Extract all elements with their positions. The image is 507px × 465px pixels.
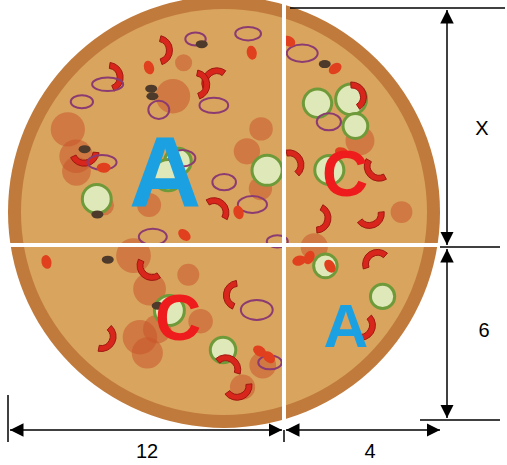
- pepper: [225, 384, 252, 400]
- pizza-crust: [8, 0, 440, 428]
- pepper: [216, 355, 241, 374]
- mushroom: [79, 145, 91, 153]
- dimension-arrow: [10, 429, 282, 431]
- extension-line: [290, 7, 505, 9]
- dimension-label: 12: [136, 441, 158, 461]
- pepper: [98, 325, 116, 351]
- mushroom: [102, 256, 114, 264]
- pepper: [357, 212, 384, 229]
- pepper: [363, 249, 388, 269]
- tomato: [142, 59, 156, 75]
- sauce-spot: [177, 264, 199, 286]
- region-letter: C: [155, 286, 201, 350]
- extension-line: [440, 246, 500, 248]
- pepper: [223, 280, 237, 309]
- tomato: [176, 227, 193, 244]
- onion: [287, 44, 318, 61]
- zucchini: [252, 155, 282, 185]
- tomato: [232, 204, 245, 220]
- extension-line: [420, 419, 500, 421]
- pepper: [317, 205, 331, 233]
- cut-line: [282, 0, 286, 430]
- onion: [317, 113, 341, 130]
- pizza-cheese: [21, 9, 427, 415]
- sauce-spot: [175, 54, 192, 71]
- sauce-spot: [156, 79, 190, 113]
- onion: [241, 300, 273, 320]
- zucchini: [370, 284, 394, 308]
- toppings: [40, 27, 413, 400]
- dimension-arrow: [286, 429, 440, 431]
- mushroom: [91, 210, 103, 218]
- onion: [212, 174, 236, 190]
- tomato: [251, 343, 268, 359]
- dimension-arrow: [446, 249, 448, 418]
- pepper: [71, 152, 99, 166]
- zucchini: [82, 185, 111, 214]
- dimension-label: X: [475, 118, 488, 138]
- pepper: [286, 150, 304, 176]
- tomato: [97, 163, 111, 173]
- onion: [199, 98, 228, 113]
- extension-line: [7, 395, 9, 442]
- zucchini: [343, 114, 368, 139]
- onion: [148, 101, 169, 119]
- tomato: [291, 254, 307, 267]
- dimension-lines: [8, 8, 505, 442]
- onion: [235, 27, 261, 40]
- tomato: [246, 45, 258, 61]
- region-letter: C: [322, 142, 368, 206]
- mushroom: [146, 92, 158, 100]
- onion: [71, 95, 93, 108]
- sauce-spot: [391, 201, 413, 223]
- extension-line: [283, 430, 285, 442]
- dimension-arrow: [446, 10, 448, 245]
- tomato: [40, 254, 53, 270]
- mushroom: [319, 60, 331, 68]
- mushroom: [145, 85, 157, 93]
- tomato: [322, 258, 338, 275]
- pepper: [137, 259, 160, 280]
- cut-line: [4, 243, 442, 247]
- region-letter: A: [129, 122, 201, 222]
- mushroom: [196, 40, 208, 48]
- region-letter: A: [324, 295, 369, 357]
- dimension-label: 4: [364, 441, 375, 461]
- pepper: [160, 36, 173, 65]
- dimension-label: 6: [478, 320, 489, 340]
- onion: [139, 229, 167, 245]
- pepper: [197, 70, 210, 99]
- pepper: [206, 198, 229, 220]
- zucchini: [314, 254, 338, 278]
- sauce-spot: [249, 117, 272, 140]
- pepper: [351, 82, 367, 109]
- onion: [92, 77, 123, 91]
